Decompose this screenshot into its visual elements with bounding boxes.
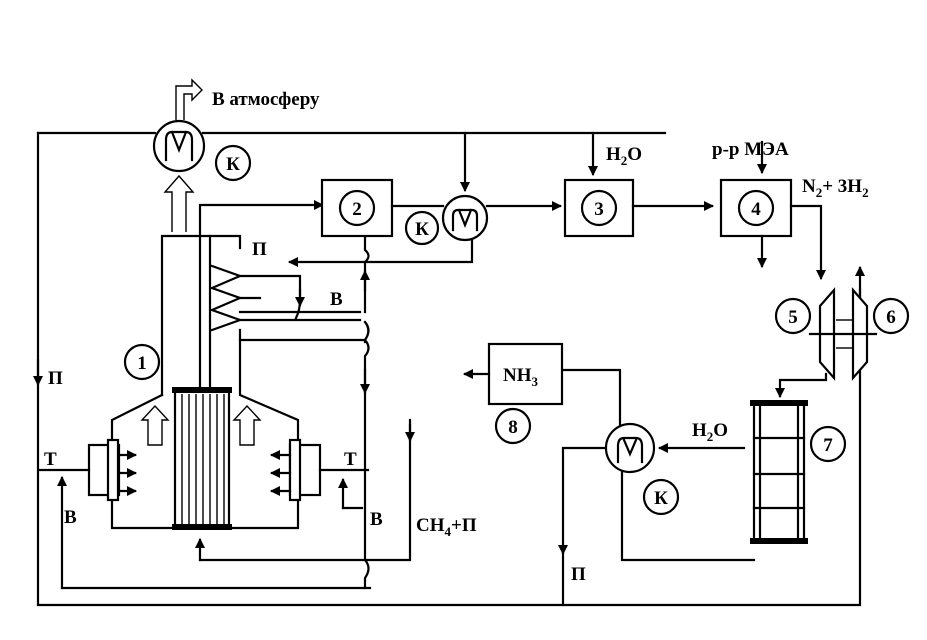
node-4-label: 4	[751, 199, 761, 220]
atmosphere-vent: В атмосферу	[175, 78, 320, 120]
k-label-top: К	[226, 154, 240, 175]
unit-2: 2	[320, 178, 445, 238]
center-water-line	[360, 236, 370, 590]
flue-gas-up-arrow	[163, 174, 195, 232]
b-heater-label: В	[330, 289, 343, 310]
node-1-label: 1	[137, 353, 147, 374]
unit-4: 4 р-р МЭА N2+ 3H2	[712, 139, 869, 280]
synthesis-column-7: 7	[620, 400, 847, 562]
node-7-label: 7	[823, 435, 833, 456]
ammonia-condenser: H2O К П	[558, 368, 746, 607]
node-2-label: 2	[352, 199, 362, 220]
k-label-low: К	[654, 488, 668, 509]
left-burner: Т	[38, 438, 137, 502]
p-heater-label: П	[252, 239, 267, 260]
node-6-label: 6	[886, 307, 896, 328]
nh3-label: NH3	[503, 365, 539, 389]
nh3-output-8: NH3 8	[463, 342, 564, 445]
node-5-label: 5	[788, 307, 798, 328]
reformer-1: 1	[110, 200, 324, 530]
node-8-label: 8	[508, 417, 518, 438]
t-left-label: Т	[44, 449, 57, 470]
b-right-label: В	[370, 509, 383, 530]
top-condenser: К	[152, 119, 252, 182]
k-label-mid: К	[415, 219, 429, 240]
h2o-top-label: H2O	[606, 144, 642, 168]
mid-heat-exchanger: К	[404, 131, 562, 246]
t-right-label: Т	[344, 449, 357, 470]
mea-label: р-р МЭА	[712, 139, 789, 160]
p-bottom-label: П	[571, 564, 586, 585]
compressors: 5 6	[774, 287, 910, 398]
h2o-right-label: H2O	[692, 420, 728, 444]
unit-3: 3 H2O	[563, 131, 714, 238]
heat-recovery-coils: П В	[208, 234, 474, 344]
product-gas-label: N2+ 3H2	[802, 176, 869, 200]
node-3-label: 3	[594, 199, 604, 220]
right-burner: Т	[270, 438, 370, 502]
outer-steam-loop	[33, 131, 865, 607]
atmosphere-label: В атмосферу	[212, 89, 320, 110]
air-lines: В В CH4+П	[57, 418, 477, 590]
p-left-label: П	[48, 368, 63, 389]
b-left-label: В	[64, 507, 77, 528]
ch4-p-label: CH4+П	[416, 515, 477, 539]
